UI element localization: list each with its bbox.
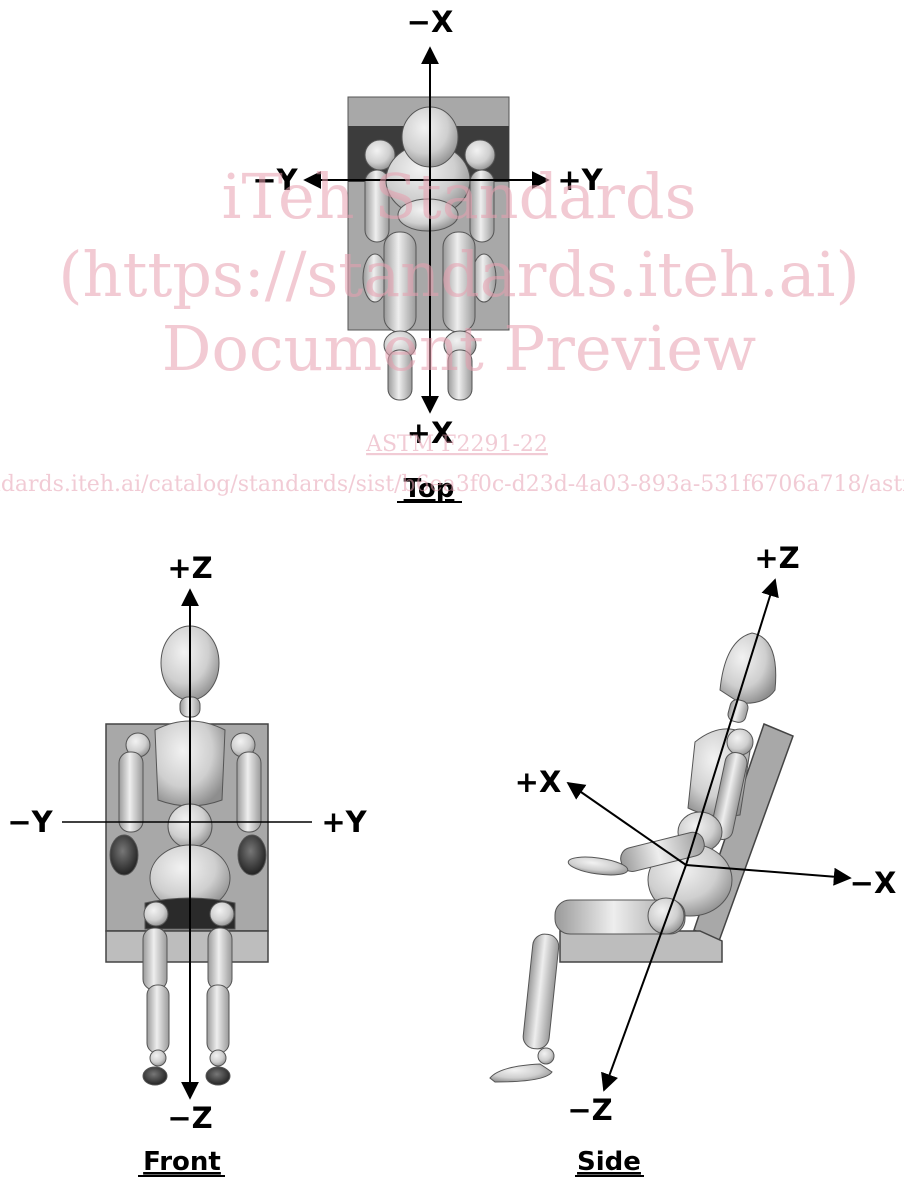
front-label-neg-z: −Z <box>167 1101 212 1135</box>
top-label-neg-x: −X <box>407 5 454 39</box>
side-label-pos-x: +X <box>515 765 562 799</box>
front-label-pos-z: +Z <box>167 551 212 585</box>
front-label-neg-y: −Y <box>7 805 53 839</box>
watermark: iTeh Standards (https://standards.iteh.a… <box>0 160 904 497</box>
side-view-title: Side <box>577 1147 641 1177</box>
front-view-title: Front <box>143 1147 221 1177</box>
watermark-line-5: https://standards.iteh.ai/catalog/standa… <box>0 472 904 497</box>
side-label-neg-x: −X <box>850 866 897 900</box>
front-seat <box>106 931 268 962</box>
side-axis-neg-z <box>604 865 686 1090</box>
side-label-neg-z: −Z <box>567 1093 612 1127</box>
front-figure <box>110 626 266 1085</box>
front-label-pos-y: +Y <box>321 805 367 839</box>
watermark-line-3: Document Preview <box>162 312 756 385</box>
side-label-pos-z: +Z <box>754 541 799 575</box>
side-view: +Z −Z +X −X Side <box>490 541 896 1177</box>
side-seat <box>560 931 722 962</box>
watermark-line-4: ASTM F2291-22 <box>365 432 548 457</box>
watermark-line-2: (https://standards.iteh.ai) <box>58 238 859 311</box>
watermark-line-1: iTeh Standards <box>222 160 697 233</box>
front-view: +Z −Z −Y +Y Front <box>7 551 367 1177</box>
